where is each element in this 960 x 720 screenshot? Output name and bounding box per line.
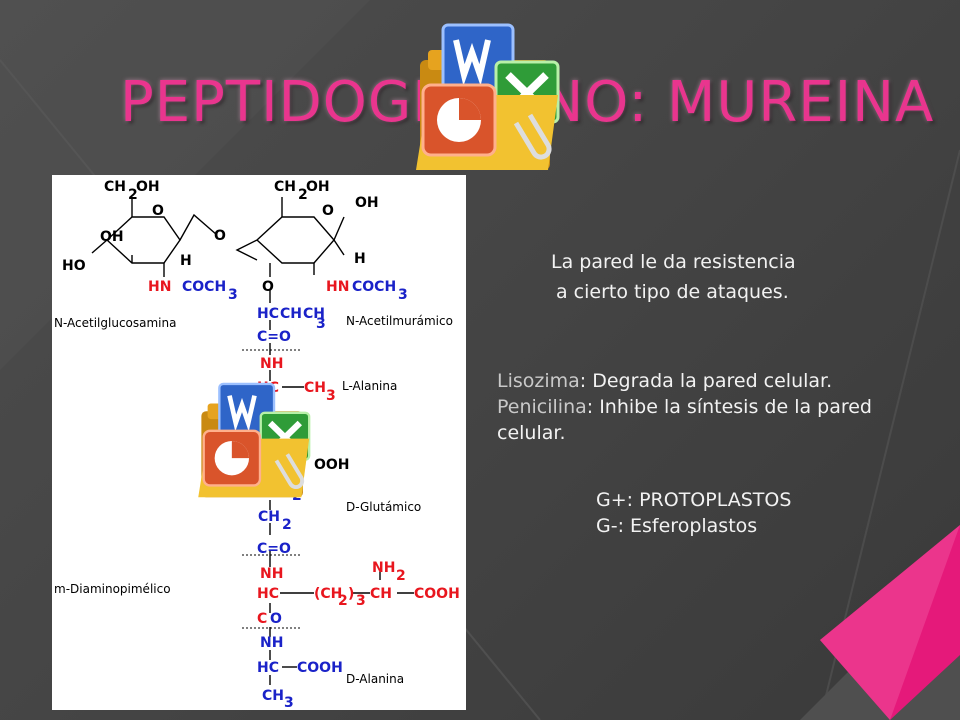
svg-text:3: 3 — [284, 695, 294, 710]
d-glutamico-label: D-Glutámico — [346, 500, 421, 514]
peptidoglycan-structure-diagram: CH 2 OH O OH HO H O HN COCH 3 N-Acetilgl… — [52, 175, 466, 711]
svg-text:H: H — [354, 251, 366, 267]
svg-text:CH: CH — [303, 306, 325, 322]
l-alanina-label: L-Alanina — [342, 379, 397, 393]
svg-text:2: 2 — [128, 187, 138, 203]
svg-text:OH: OH — [100, 229, 124, 245]
svg-text:HO: HO — [62, 258, 86, 274]
svg-text:CH: CH — [370, 586, 392, 602]
penicilina-line: Penicilina: Inhibe la síntesis de la par… — [497, 395, 872, 419]
m-diaminopimelico-label: m-Diaminopimélico — [54, 582, 171, 596]
svg-text:3: 3 — [398, 287, 408, 303]
svg-text:OOH: OOH — [314, 457, 350, 473]
svg-text:C=O: C=O — [257, 329, 291, 345]
lisozima-term: Lisozima — [497, 370, 580, 392]
paperclip-icon — [513, 113, 552, 160]
svg-text:O: O — [262, 279, 274, 295]
penicilina-term: Penicilina — [497, 396, 587, 418]
lisozima-description: : Degrada la pared celular. — [579, 370, 833, 392]
lisozima-line: Lisozima: Degrada la pared celular. — [497, 369, 832, 393]
svg-text:2: 2 — [338, 593, 348, 609]
gplus-text: G+: PROTOPLASTOS — [596, 489, 792, 511]
penicilina-description: : Inhibe la síntesis de la pared — [586, 396, 872, 418]
paperclip-icon — [274, 453, 305, 489]
svg-text:O: O — [214, 228, 226, 244]
svg-text:HC: HC — [257, 660, 279, 676]
svg-text:NH: NH — [260, 356, 283, 372]
svg-text:OH: OH — [136, 179, 160, 195]
n-acetilmuramico-label: N-Acetilmurámico — [346, 314, 453, 328]
svg-text:OH: OH — [355, 195, 379, 211]
svg-text:HC: HC — [257, 306, 279, 322]
svg-text:HC: HC — [257, 586, 279, 602]
resistance-text-line1: La pared le da resistencia — [551, 251, 796, 273]
svg-text:HN: HN — [326, 279, 349, 295]
svg-text:CH: CH — [280, 306, 302, 322]
svg-text:NH: NH — [260, 635, 283, 651]
svg-text:O: O — [152, 203, 164, 219]
svg-text:3: 3 — [326, 388, 336, 404]
office-folder-icon — [416, 23, 560, 170]
penicilina-line2: celular. — [497, 422, 566, 444]
svg-text:NH: NH — [372, 560, 395, 576]
n-acetilglucosamina-label: N-Acetilglucosamina — [54, 316, 176, 330]
svg-text:3: 3 — [316, 316, 326, 332]
svg-text:CH: CH — [262, 688, 284, 704]
d-alanina-label: D-Alanina — [346, 672, 404, 686]
svg-text:): ) — [348, 586, 354, 602]
svg-text:OH: OH — [306, 179, 330, 195]
svg-text:NH: NH — [260, 566, 283, 582]
svg-text:2: 2 — [396, 568, 406, 584]
svg-text:CH: CH — [304, 380, 326, 396]
svg-text:3: 3 — [228, 287, 238, 303]
gminus-text: G-: Esferoplastos — [596, 515, 758, 537]
ch2oh-label-left: CH — [104, 179, 126, 195]
svg-text:HN: HN — [148, 279, 171, 295]
resistance-text-line2: a cierto tipo de ataques. — [556, 281, 789, 303]
svg-text:2: 2 — [298, 187, 308, 203]
svg-text:O: O — [270, 611, 282, 627]
svg-text:COOH: COOH — [297, 660, 343, 676]
svg-text:H: H — [180, 253, 192, 269]
svg-text:CH: CH — [274, 179, 296, 195]
svg-text:C: C — [257, 611, 267, 627]
office-folder-icon-small — [198, 382, 311, 498]
svg-text:2: 2 — [282, 517, 292, 533]
svg-text:(CH: (CH — [314, 586, 342, 602]
svg-text:COCH: COCH — [182, 279, 226, 295]
svg-text:COCH: COCH — [352, 279, 396, 295]
svg-text:O: O — [322, 203, 334, 219]
svg-text:3: 3 — [356, 593, 366, 609]
svg-text:COOH: COOH — [414, 586, 460, 602]
svg-text:CH: CH — [258, 509, 280, 525]
svg-text:C=O: C=O — [257, 541, 291, 557]
